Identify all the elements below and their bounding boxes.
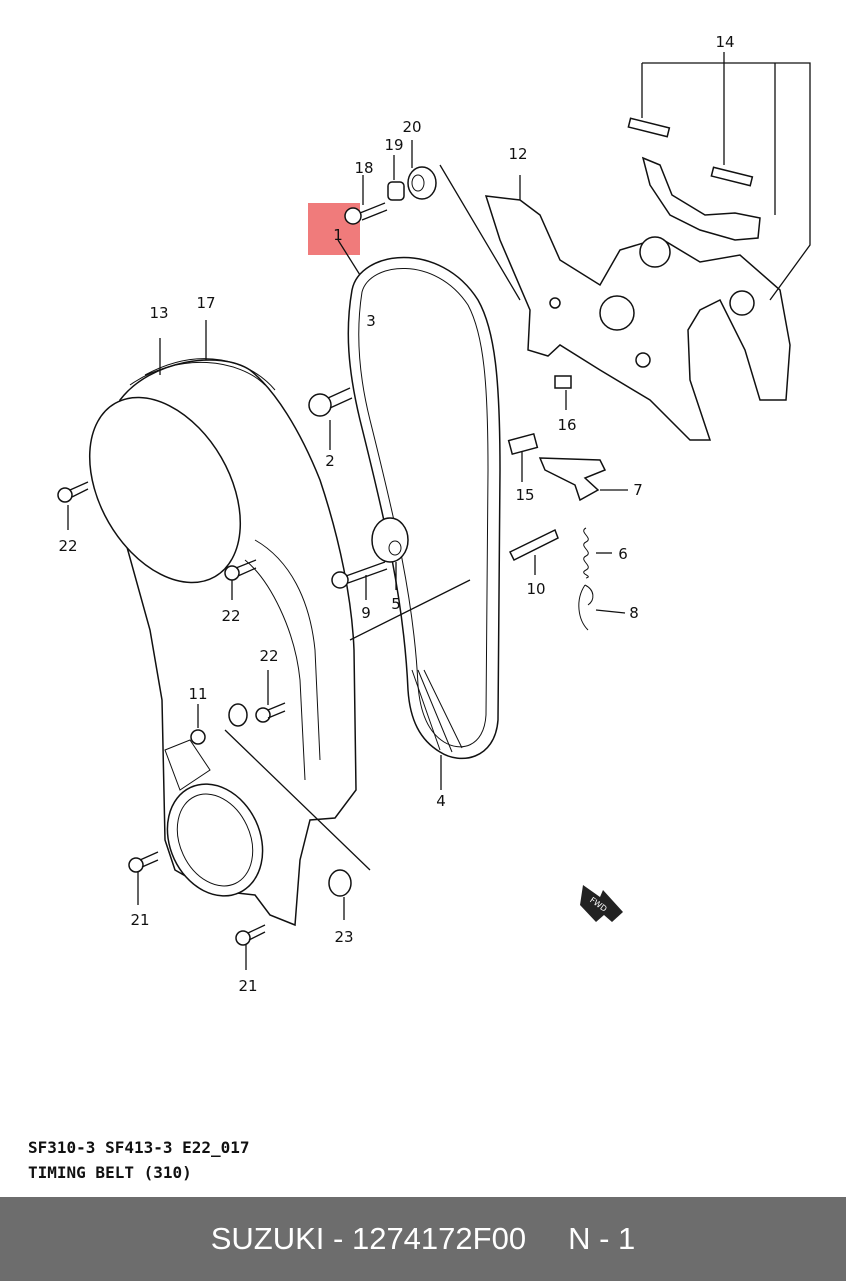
callout-15: 15 — [515, 486, 534, 504]
part-13-17-cover — [88, 320, 471, 927]
callout-5: 5 — [391, 595, 401, 613]
callout-9: 9 — [361, 604, 371, 622]
callout-4: 4 — [436, 792, 446, 810]
callout-22b: 22 — [221, 607, 240, 625]
callout-18: 18 — [354, 159, 373, 177]
callout-17: 17 — [196, 294, 215, 312]
small-parts — [57, 140, 628, 970]
callout-22a: 22 — [58, 537, 77, 555]
footer-bar: SUZUKI - 1274172F00 N - 1 — [0, 1197, 846, 1281]
callout-14: 14 — [715, 33, 734, 51]
callout-21b: 21 — [238, 977, 257, 995]
timing-belt-diagram: FWD 1 2 3 4 5 6 7 8 9 10 11 12 13 14 15 … — [57, 33, 811, 995]
quantity-label: N - 1 — [568, 1221, 636, 1256]
brand-part-number: SUZUKI - 1274172F00 — [210, 1221, 527, 1256]
diagram-code: SF310-3 SF413-3 E22_017 — [28, 1138, 250, 1157]
callout-7: 7 — [633, 481, 643, 499]
callout-3: 3 — [366, 312, 376, 330]
callout-20: 20 — [402, 118, 421, 136]
callout-11: 11 — [188, 685, 207, 703]
callout-10: 10 — [526, 580, 545, 598]
callout-1: 1 — [333, 226, 343, 244]
callout-16: 16 — [557, 416, 576, 434]
callout-2: 2 — [325, 452, 335, 470]
callout-8: 8 — [629, 604, 639, 622]
part-4-timing-belt — [347, 256, 501, 790]
diagram-title: TIMING BELT (310) — [28, 1163, 192, 1182]
callout-13: 13 — [149, 304, 168, 322]
callout-19: 19 — [384, 136, 403, 154]
part-12-14-plates — [439, 52, 811, 441]
callout-23: 23 — [334, 928, 353, 946]
callout-labels: 1 2 3 4 5 6 7 8 9 10 11 12 13 14 15 16 1… — [58, 33, 734, 995]
callout-6: 6 — [618, 545, 628, 563]
callout-12: 12 — [508, 145, 527, 163]
callout-21a: 21 — [130, 911, 149, 929]
callout-22c: 22 — [259, 647, 278, 665]
fwd-arrow: FWD — [580, 885, 623, 922]
